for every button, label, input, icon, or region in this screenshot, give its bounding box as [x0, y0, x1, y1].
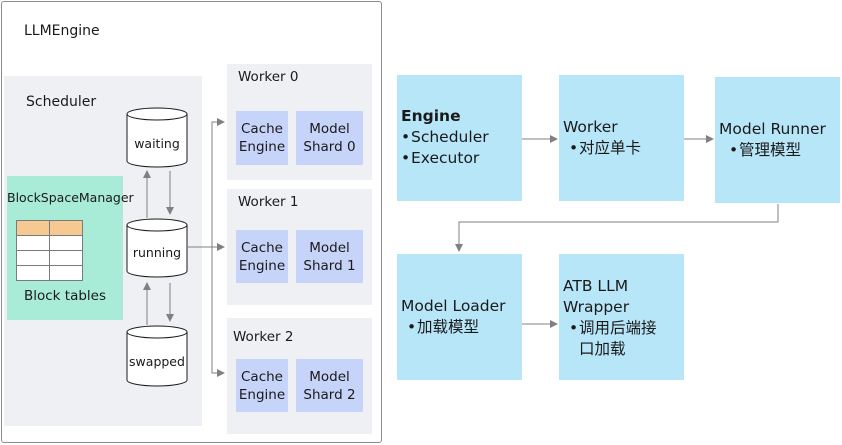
atb-bullet-line2: 口加载 [579, 340, 626, 358]
block-space-manager-title: BlockSpaceManager [7, 190, 134, 205]
worker-1-cache-engine: Cache Engine [236, 230, 288, 283]
worker-2-title: Worker 2 [233, 329, 294, 345]
atb-llm-wrapper-box: ATB LLM Wrapper •调用后端接 口加载 [559, 254, 684, 380]
table-cell [49, 235, 83, 251]
atb-bullet-line1: •调用后端接 [569, 319, 657, 337]
running-label: running [132, 245, 182, 260]
table-cell [16, 265, 50, 281]
worker-2-cache-engine: Cache Engine [236, 359, 288, 412]
table-cell [16, 235, 50, 251]
worker-0-title: Worker 0 [238, 69, 299, 85]
waiting-label: waiting [134, 136, 180, 151]
llm-engine-title: LLMEngine [24, 23, 100, 39]
worker-1-title: Worker 1 [238, 194, 299, 210]
model-loader-title: Model Loader [401, 297, 506, 315]
waiting-queue-icon [126, 107, 188, 168]
atb-title-line2: Wrapper [563, 298, 630, 316]
table-row [16, 235, 83, 251]
model-loader-bullet: •加载模型 [407, 318, 480, 336]
block-table-grid [16, 220, 83, 281]
block-tables-label: Block tables [23, 288, 107, 304]
swapped-label: swapped [129, 354, 185, 369]
running-to-worker-2-arrow [211, 247, 225, 377]
model-runner-title: Model Runner [719, 120, 826, 138]
worker-box: Worker •对应单卡 [559, 75, 684, 201]
table-row [16, 265, 83, 281]
worker-1-model-shard: Model Shard 1 [296, 230, 363, 283]
table-row [16, 220, 83, 236]
engine-bullet-scheduler: •Scheduler [401, 128, 489, 146]
table-row [16, 250, 83, 266]
worker-bullet: •对应单卡 [569, 139, 642, 157]
runner-to-loader-arrow [455, 204, 779, 252]
worker-box-title: Worker [563, 118, 618, 136]
running-to-worker-0-arrow [187, 118, 225, 248]
engine-bullet-executor: •Executor [401, 149, 480, 167]
worker-0-model-shard: Model Shard 0 [296, 111, 363, 165]
engine-box-title: Engine [401, 107, 461, 125]
scheduler-title: Scheduler [26, 94, 97, 110]
table-cell [49, 265, 83, 281]
model-loader-box: Model Loader •加载模型 [397, 254, 522, 380]
running-queue-icon [126, 218, 188, 278]
swapped-queue-icon [126, 325, 188, 387]
engine-box: Engine •Scheduler •Executor [397, 75, 522, 201]
worker-2-model-shard: Model Shard 2 [296, 359, 363, 412]
atb-title-line1: ATB LLM [563, 277, 629, 295]
model-runner-bullet: •管理模型 [729, 141, 802, 159]
table-cell [49, 220, 83, 236]
worker-0-cache-engine: Cache Engine [236, 111, 288, 165]
model-runner-box: Model Runner •管理模型 [715, 77, 840, 203]
